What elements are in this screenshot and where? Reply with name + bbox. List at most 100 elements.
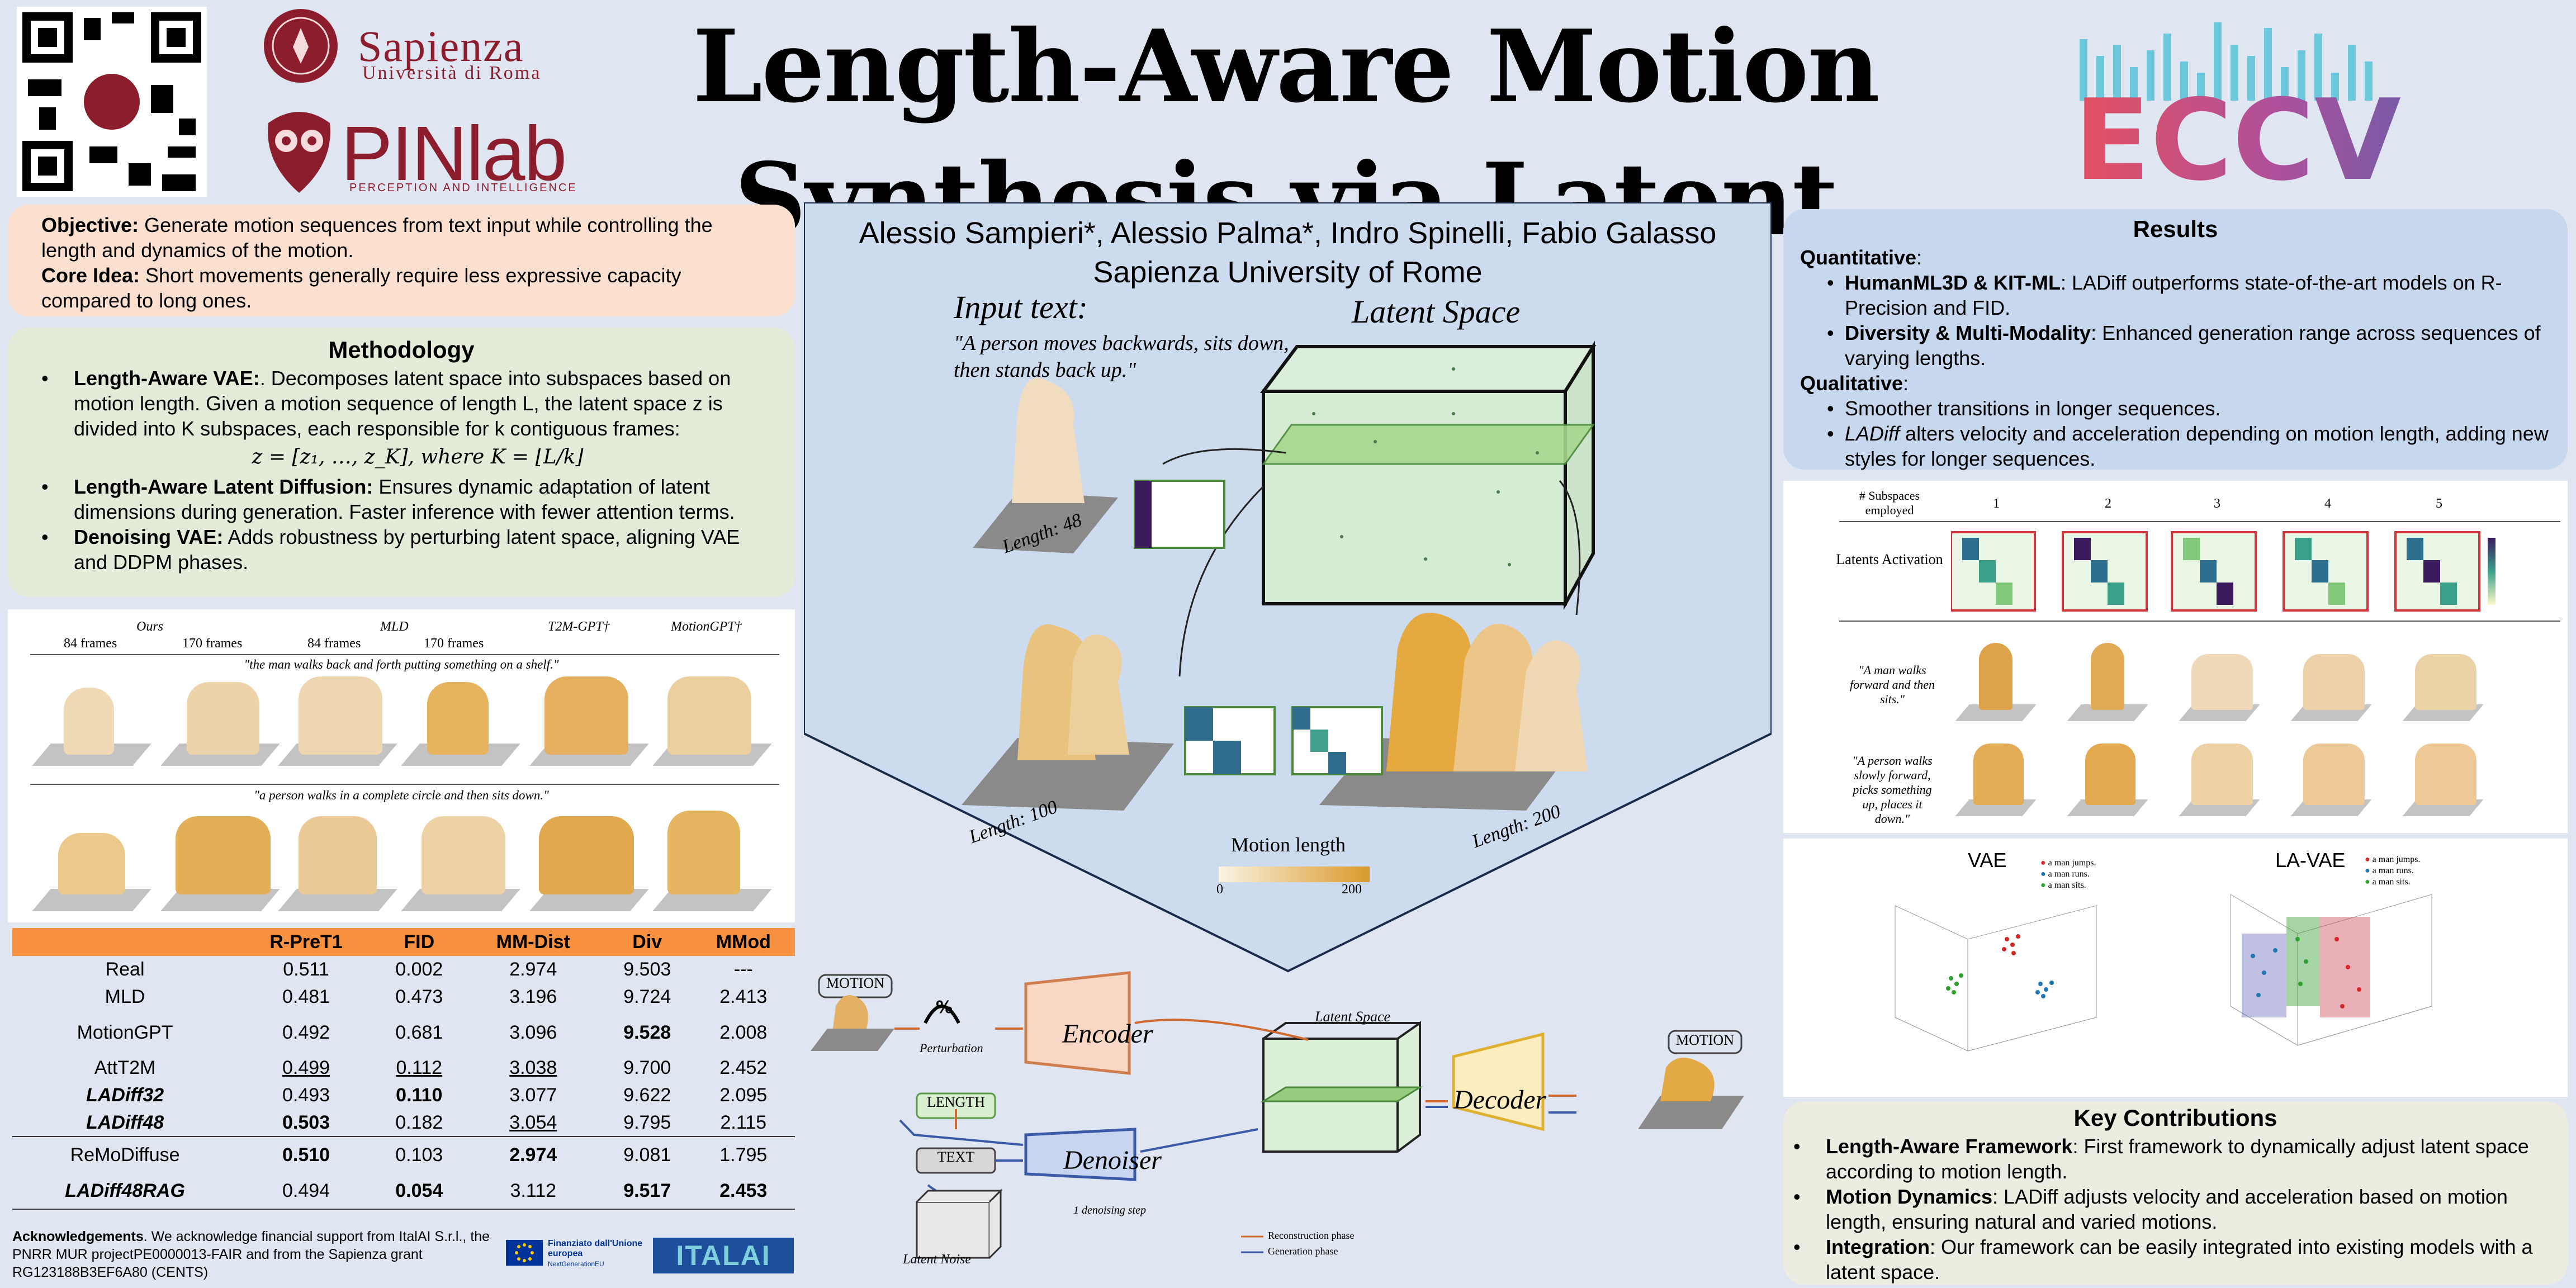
latent-space-label: Latent Space (1352, 293, 1521, 330)
cell: 3.112 (463, 1173, 603, 1210)
methodology-item-2-label: Length-Aware Latent Diffusion: (74, 475, 373, 498)
cell: 2.095 (719, 1085, 768, 1106)
objective-panel: Objective: Generate motion sequences fro… (8, 205, 795, 316)
cell: Real (105, 959, 145, 980)
cell: 2.008 (719, 1021, 768, 1043)
encoder-label: Encoder (1062, 1019, 1153, 1049)
ack-label: Acknowledgements (12, 1229, 144, 1244)
results-title: Results (2133, 216, 2218, 242)
methodology-panel: Methodology Length-Aware VAE:. Decompose… (8, 328, 795, 597)
frames-84-ours: 84 frames (64, 636, 117, 651)
subspace-col: 5 (2436, 496, 2442, 511)
cell: LADiff32 (86, 1085, 164, 1106)
cell: 0.473 (395, 986, 443, 1007)
results-q2-text: : Enhanced generation range across seque… (1845, 321, 2541, 370)
legend-reconstruction: Reconstruction phase (1268, 1230, 1355, 1241)
svg-text:%: % (936, 998, 953, 1017)
acknowledgements: Acknowledgements. We acknowledge financi… (12, 1228, 515, 1281)
subspace-caption-1: "A man walks forward and then sits." (1850, 663, 1935, 706)
cell: 0.499 (282, 1057, 330, 1078)
colorbar-min: 0 (1216, 882, 1223, 897)
qr-code-icon[interactable] (17, 7, 207, 197)
contribution-1-label: Length-Aware Framework (1826, 1135, 2073, 1158)
owl-logo-icon (268, 112, 330, 193)
methodology-item-1-text: . Decomposes latent space into subspaces… (74, 367, 731, 440)
sapienza-seal-icon (264, 9, 338, 83)
results-ql2-text: alters velocity and acceleration dependi… (1845, 422, 2549, 470)
contribution-item-1: Length-Aware Framework: First framework … (1793, 1134, 2558, 1184)
pinlab-name: PINlab (341, 111, 567, 197)
cell: 2.413 (719, 986, 768, 1007)
encoder-block (1024, 971, 1131, 1075)
cell: 0.493 (282, 1085, 330, 1106)
col-t2m-gpt: T2M-GPT† (548, 619, 610, 634)
cell: 3.196 (509, 986, 557, 1007)
cell: AttT2M (94, 1057, 156, 1078)
contribution-3-text: : Our framework can be easily integrated… (1826, 1235, 2533, 1284)
cell: 9.528 (623, 1021, 671, 1043)
subspaces-header: # Subspaces employed (1859, 489, 1920, 517)
subspace-col: 4 (2324, 496, 2331, 511)
cell: 9.517 (602, 1173, 692, 1210)
cell: --- (733, 959, 753, 980)
italai-logo: ITALAI (653, 1238, 794, 1273)
cell: ReMoDiffuse (12, 1136, 238, 1173)
eu-funding-sub: NextGenerationEU (548, 1260, 604, 1268)
legend-item: a man jumps. (2048, 858, 2096, 868)
cell: 0.492 (282, 1021, 330, 1043)
legend-item: a man sits. (2372, 877, 2411, 887)
contribution-2-text: : LADiff adjusts velocity and accelerati… (1826, 1185, 2508, 1233)
col-motiongpt: MotionGPT† (671, 619, 742, 634)
perturbation-icon (924, 1005, 960, 1024)
methodology-item-1-label: Length-Aware VAE: (74, 367, 260, 390)
ack-text: . We acknowledge financial support from … (12, 1229, 490, 1280)
cell: 0.481 (282, 986, 330, 1007)
table-header-row: R-PreT1 FID MM-Dist Div MMod (12, 928, 795, 956)
frames-170-ours: 170 frames (182, 636, 243, 651)
col-mld: MLD (380, 619, 409, 634)
scatter-plots (1895, 894, 2432, 1052)
cell: 0.494 (238, 1173, 375, 1210)
sapienza-name: Sapienza (358, 22, 524, 70)
input-text-quote: "A person moves backwards, sits down, th… (954, 332, 1289, 382)
core-idea-text: Short movements generally require less e… (41, 264, 681, 312)
cell: 9.795 (623, 1111, 671, 1133)
table-header (12, 928, 238, 956)
text-input-box: TEXT (937, 1149, 975, 1165)
methodology-item-3: Denoising VAE: Adds robustness by pertur… (41, 524, 761, 575)
cell: 0.112 (396, 1057, 443, 1078)
objective-line: Objective: Generate motion sequences fro… (41, 212, 761, 263)
latent-space-illustration (962, 340, 1597, 882)
ground-tile-100 (962, 738, 1174, 811)
cell: 2.453 (692, 1173, 795, 1210)
eu-funding-text: Finanziato dall'Unione europea (548, 1239, 643, 1258)
eccv-text: ECCV (2074, 75, 2401, 190)
authors-block: Alessio Sampieri*, Alessio Palma*, Indro… (804, 214, 1772, 292)
latent-noise-icon (916, 1188, 1003, 1259)
latents-activation-label: Latents Activation (1836, 551, 1943, 567)
table-header: MM-Dist (463, 928, 603, 956)
ground-tile-48 (973, 492, 1118, 553)
cell: 2.974 (463, 1136, 603, 1173)
table-header: R-PreT1 (238, 928, 375, 956)
sapienza-subtitle: Università di Roma (362, 63, 542, 83)
motion-length-label: Motion length (1231, 834, 1346, 856)
methodology-item-3-text: Adds robustness by perturbing latent spa… (74, 525, 740, 574)
legend-item: a man runs. (2048, 869, 2090, 879)
cell: 3.054 (509, 1111, 557, 1133)
subspace-figure: # Subspaces employed 1 2 3 4 5 Latents A… (1783, 481, 2568, 833)
methodology-item-3-label: Denoising VAE: (74, 525, 224, 548)
quantitative-label: Quantitative (1800, 246, 1917, 269)
qualitative-label: Qualitative (1800, 372, 1903, 395)
legend-item: a man runs. (2372, 866, 2414, 875)
vae-legend: ● a man jumps. ● a man runs. ● a man sit… (2040, 858, 2096, 890)
results-panel: Results Quantitative: HumanML3D & KIT-ML… (1783, 209, 2568, 470)
cell: LADiff48 (86, 1111, 164, 1133)
title-line-1: Length-Aware Motion (693, 8, 1880, 125)
cell: 9.700 (623, 1057, 671, 1078)
